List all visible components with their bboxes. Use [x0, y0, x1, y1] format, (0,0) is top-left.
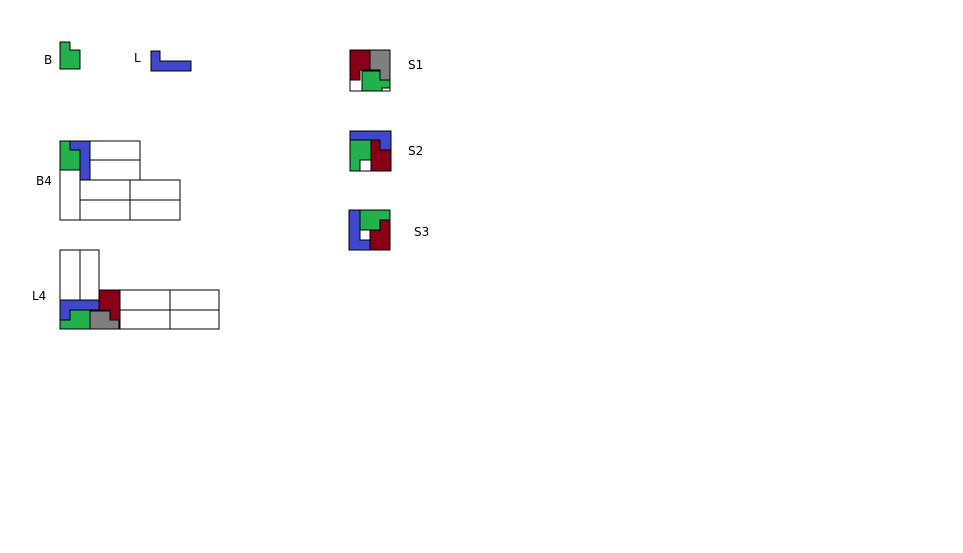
- piece-l-shape: [150, 50, 192, 72]
- l4-green-piece: [59, 309, 91, 330]
- b4-grid: [59, 140, 181, 221]
- square-s1: S1: [349, 49, 423, 92]
- piece-b-shape: [59, 41, 81, 70]
- figure-l4-label: L4: [32, 289, 46, 303]
- square-s1-label: S1: [408, 58, 423, 72]
- piece-l: L: [134, 50, 192, 72]
- l4-grid: [59, 249, 220, 330]
- l4-gray-piece: [89, 310, 120, 330]
- figure-b4: B4: [36, 140, 181, 221]
- s1-green-piece: [361, 70, 391, 92]
- s2-red-piece: [370, 139, 392, 172]
- square-s2-label: S2: [408, 144, 423, 158]
- b4-green-piece: [59, 140, 81, 171]
- square-s3-label: S3: [414, 225, 429, 239]
- square-s2: S2: [349, 130, 423, 172]
- square-s3: S3: [348, 209, 429, 251]
- s3-red-piece: [369, 219, 391, 251]
- figure-b4-label: B4: [36, 174, 52, 188]
- piece-b: B: [44, 41, 81, 70]
- piece-b-label: B: [44, 53, 52, 67]
- piece-l-label: L: [134, 51, 141, 65]
- figure-l4: L4: [32, 249, 220, 330]
